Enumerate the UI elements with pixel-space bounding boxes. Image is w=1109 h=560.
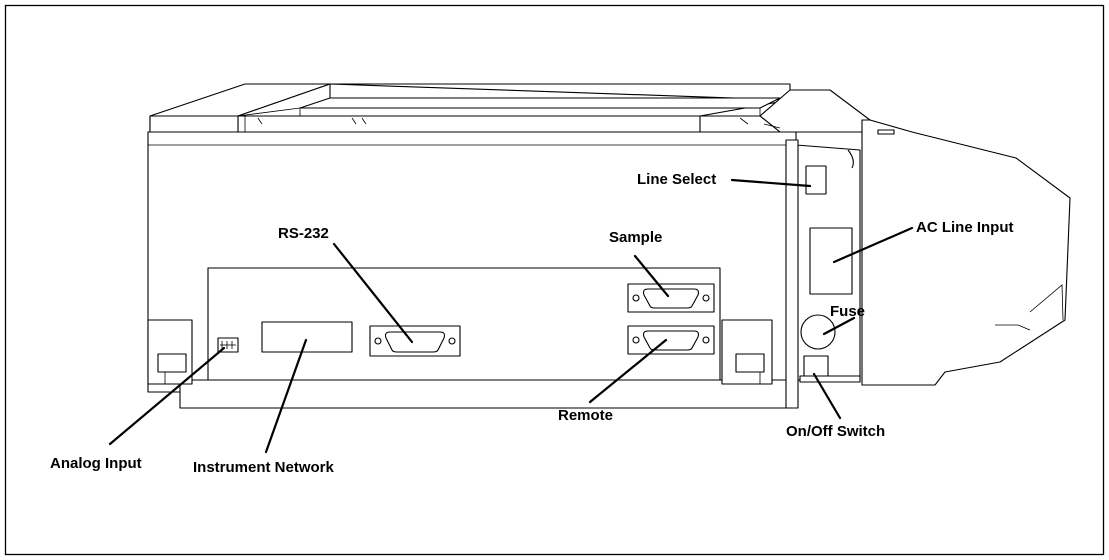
- label-instrument-network: Instrument Network: [193, 459, 335, 476]
- leader-remote: [588, 338, 668, 404]
- fuse-holder[interactable]: [800, 314, 836, 350]
- side-body: [861, 119, 1071, 386]
- leader-on-off-switch: [812, 372, 842, 420]
- on-off-switch[interactable]: [803, 355, 829, 377]
- leader-fuse: [822, 316, 856, 336]
- label-ac-line-input: AC Line Input: [916, 219, 1014, 236]
- top-tray: [149, 83, 871, 143]
- label-on-off-switch: On/Off Switch: [786, 423, 885, 440]
- line-select-switch[interactable]: [805, 165, 827, 195]
- instrument-network-port[interactable]: [261, 321, 353, 353]
- label-analog-input: Analog Input: [50, 455, 142, 472]
- leader-ac-line-input: [832, 226, 914, 264]
- power-panel: [785, 139, 861, 409]
- leader-rs232: [332, 242, 414, 344]
- leader-sample: [633, 254, 670, 298]
- label-line-select: Line Select: [637, 171, 716, 188]
- rs232-connector[interactable]: [369, 325, 461, 357]
- connector-panel: [207, 267, 721, 381]
- label-remote: Remote: [558, 407, 613, 424]
- leader-analog-input: [108, 346, 226, 446]
- label-fuse: Fuse: [830, 303, 865, 320]
- leader-line-select: [730, 178, 812, 188]
- ac-line-input-socket[interactable]: [809, 227, 853, 295]
- callout-labels: Line Select RS-232 Sample AC Line Input …: [50, 171, 1014, 476]
- sample-connector[interactable]: [627, 283, 715, 313]
- leader-lines: [108, 178, 914, 454]
- remote-connector[interactable]: [627, 325, 715, 355]
- label-sample: Sample: [609, 229, 662, 246]
- label-rs232: RS-232: [278, 225, 329, 242]
- leader-instrument-network: [264, 338, 308, 454]
